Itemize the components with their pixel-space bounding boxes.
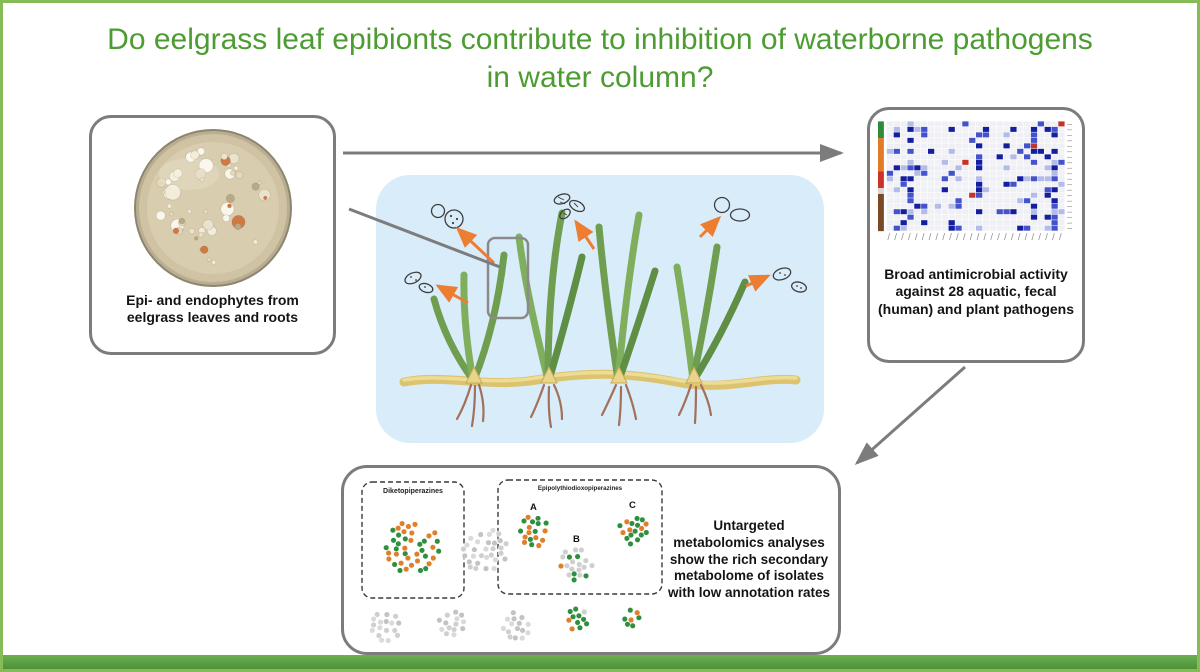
- heatmap-cells: [886, 121, 1065, 231]
- diketopiperazines-label: Diketopiperazines: [383, 488, 443, 495]
- footer-bar: [3, 655, 1197, 669]
- molecular-networks-image: Diketopiperazines Epipolythiodioxopipera…: [361, 479, 663, 644]
- antimicrobial-caption: Broad antimicrobial activity against 28 …: [878, 266, 1074, 317]
- leaf-zoom-outline: [486, 236, 530, 320]
- epipolythiodioxopiperazines-outline: [497, 479, 663, 595]
- microbe-icon: [559, 208, 571, 220]
- microbe-icon: [404, 271, 422, 285]
- microbe-icon: [418, 282, 434, 294]
- page-title-line2: in water column?: [486, 60, 714, 94]
- microbe-icon: [790, 281, 808, 293]
- eelgrass-illustration: [399, 193, 808, 429]
- microbe-icon: [568, 199, 586, 213]
- heatmap-row-groups: [878, 121, 884, 232]
- microbe-icon: [772, 267, 792, 281]
- microbe-icon: [430, 203, 446, 219]
- page-title-line1: Do eelgrass leaf epibionts contribute to…: [107, 23, 1093, 56]
- petri-dish-image: [133, 129, 292, 287]
- eelgrass-leaves: [430, 209, 749, 384]
- cluster-a-label: A: [530, 502, 537, 513]
- arrow-heatmap-to-metabolomics: [854, 365, 966, 465]
- antimicrobial-box: Broad antimicrobial activity against 28 …: [867, 107, 1085, 363]
- cluster-b-label: B: [573, 534, 580, 545]
- epiphytes-caption: Epi- and endophytes from eelgrass leaves…: [126, 292, 299, 326]
- epiphytes-box: Epi- and endophytes from eelgrass leaves…: [89, 115, 336, 355]
- microbe-icon: [713, 196, 731, 214]
- microbe-icon: [444, 209, 464, 229]
- heatmap-image: [878, 121, 1073, 241]
- bacterial-colonies: [155, 147, 271, 265]
- heatmap-axis-ticks: [887, 123, 1073, 241]
- page-title: Do eelgrass leaf epibionts contribute to…: [3, 21, 1197, 96]
- eelgrass-panel: [376, 175, 824, 443]
- roots: [455, 383, 713, 429]
- network-node-clusters: [369, 514, 650, 644]
- metabolomics-caption: Untargeted metabolomics analyses show th…: [668, 518, 831, 601]
- metabolomics-box: Diketopiperazines Epipolythiodioxopipera…: [341, 465, 841, 655]
- diketopiperazines-outline: [361, 481, 465, 599]
- epipolythiodioxopiperazines-label: Epipolythiodioxopiperazines: [538, 485, 623, 492]
- cluster-c-label: C: [629, 500, 636, 511]
- rhizome: [399, 369, 801, 390]
- leaf-sheaths: [465, 365, 703, 384]
- microbe-icon: [729, 208, 751, 222]
